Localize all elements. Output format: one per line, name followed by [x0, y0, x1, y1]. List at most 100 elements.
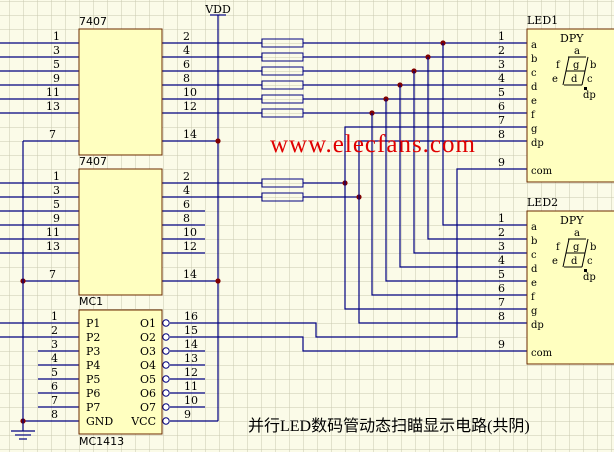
decimal-point: [584, 87, 587, 90]
pin-number: 6: [498, 100, 505, 113]
pin-name: O6: [140, 387, 156, 400]
pin-number: 5: [53, 198, 60, 211]
pin-name: dp: [531, 138, 544, 149]
pin-number: 6: [498, 282, 505, 295]
pin-number: 14: [183, 128, 197, 141]
segment-label-d: d: [571, 256, 578, 267]
inverter-bubble: [162, 347, 170, 355]
pin-number: 1: [498, 30, 505, 43]
pin-number: 10: [183, 86, 197, 99]
pin-name: O4: [140, 359, 156, 372]
pin-number: 2: [183, 30, 190, 43]
pin-number: 6: [51, 380, 58, 393]
resistor: [261, 38, 304, 48]
pin-number: 13: [46, 240, 60, 253]
segment-line: [565, 238, 570, 254]
pin-number: 1: [53, 170, 60, 183]
pin-number: 4: [183, 44, 190, 57]
segment-label-b: b: [590, 242, 596, 253]
wire: [442, 43, 527, 226]
wire: [413, 71, 527, 254]
pin-number: 7: [49, 268, 56, 281]
segment-line: [581, 252, 586, 268]
resistor: [261, 52, 304, 62]
pin-number: 2: [498, 226, 505, 239]
pin-number: 3: [498, 240, 505, 253]
pin-number: 3: [498, 58, 505, 71]
decimal-point: [584, 269, 587, 272]
pin-number: 9: [184, 408, 191, 421]
pin-name: d: [531, 82, 538, 93]
pin-name: P4: [86, 359, 100, 372]
pin-number: 1: [51, 310, 58, 323]
pin-number: 2: [183, 170, 190, 183]
pin-number: 4: [498, 254, 505, 267]
pin-name: O1: [140, 317, 156, 330]
pin-number: 5: [53, 58, 60, 71]
segment-line: [565, 56, 570, 72]
pin-number: 3: [51, 338, 58, 351]
inverter-bubble: [162, 375, 170, 383]
pin-number: 12: [183, 100, 197, 113]
pin-number: 6: [183, 198, 190, 211]
segment-label-f: f: [556, 242, 561, 253]
pin-number: 14: [183, 268, 197, 281]
pin-name: P5: [86, 373, 100, 386]
led-display-body: [526, 28, 614, 183]
pin-name: b: [531, 236, 537, 247]
segment-label-f: f: [556, 60, 561, 71]
pin-number: 9: [498, 338, 505, 351]
pin-name: O3: [140, 345, 156, 358]
segment-label-dp: dp: [583, 90, 596, 101]
pin-number: 13: [46, 100, 60, 113]
pin-name: a: [531, 222, 537, 233]
pin-name: d: [531, 264, 538, 275]
segment-label-a: a: [574, 46, 580, 57]
segment-line: [584, 238, 589, 254]
segment-line: [562, 252, 567, 268]
pin-number: 4: [498, 72, 505, 85]
segment-label-g: g: [573, 242, 580, 253]
pin-name: e: [531, 278, 537, 289]
led-type: DPY: [560, 32, 584, 45]
wire: [170, 336, 527, 352]
inverter-bubble: [162, 403, 170, 411]
pin-number: 2: [51, 324, 58, 337]
wire: [385, 99, 527, 282]
pin-name: a: [531, 40, 537, 51]
pin-name: P2: [86, 331, 100, 344]
wire: [399, 85, 527, 268]
pin-number: 9: [53, 212, 60, 225]
diagram-title: 并行LED数码管动态扫瞄显示电路(共阴): [248, 417, 530, 435]
pin-number: 4: [183, 184, 190, 197]
pin-number: 8: [51, 408, 58, 421]
pin-name: O2: [140, 331, 156, 344]
pin-number: 7: [51, 394, 58, 407]
segment-label-a: a: [574, 228, 580, 239]
pin-name: c: [531, 250, 537, 261]
pin-number: 8: [498, 310, 505, 323]
pin-number: 1: [53, 30, 60, 43]
segment-label-c: c: [587, 256, 593, 267]
pin-name: com: [531, 348, 553, 359]
pin-name: e: [531, 96, 537, 107]
resistor: [261, 66, 304, 76]
pin-name: com: [531, 166, 553, 177]
segment-label-dp: dp: [583, 272, 596, 283]
led-type: DPY: [560, 214, 584, 227]
pin-name: P3: [86, 345, 100, 358]
resistor: [261, 192, 304, 202]
pin-number: 7: [49, 128, 56, 141]
segment-label-b: b: [590, 60, 596, 71]
pin-name: VCC: [130, 415, 156, 428]
segment-label-e: e: [552, 74, 558, 85]
pin-number: 2: [498, 44, 505, 57]
pin-name: f: [531, 292, 536, 303]
wire: [358, 140, 527, 324]
pin-name: P6: [86, 387, 100, 400]
segment-label-e: e: [552, 256, 558, 267]
inverter-bubble: [162, 361, 170, 369]
pin-number: 8: [498, 128, 505, 141]
pin-number: 11: [184, 380, 198, 393]
